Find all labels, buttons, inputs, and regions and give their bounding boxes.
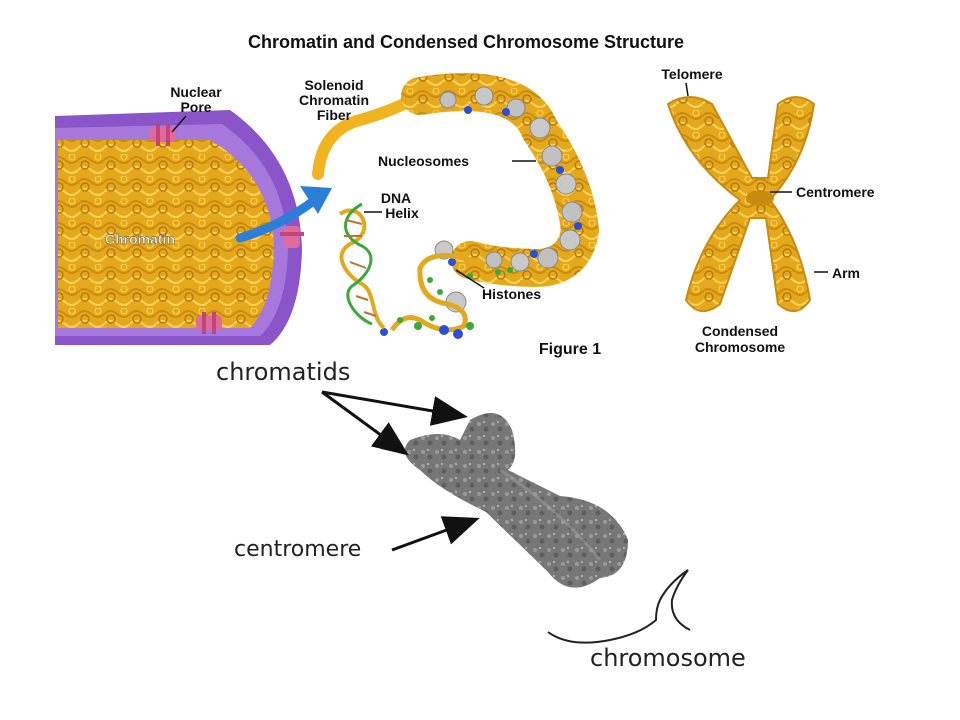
telomere-leader (685, 82, 689, 97)
micrograph-chromosome (404, 412, 628, 588)
condensed-chromosome (666, 96, 816, 312)
chromatids-arrow-1 (321, 390, 468, 426)
histones-label: Histones (482, 286, 541, 302)
zoom-arrow-shaft (235, 197, 317, 243)
centromere-label: Centromere (796, 184, 875, 200)
telomere-label: Telomere (661, 66, 722, 82)
chromatin-mass (58, 140, 274, 328)
centromere-constriction (746, 190, 774, 206)
arm-label: Arm (832, 265, 860, 281)
solenoid-tube (312, 90, 426, 180)
handwritten-chromatids-label: chromatids (216, 358, 350, 386)
dna-label-line2: Helix (385, 205, 419, 221)
nuclear-pore-top (150, 124, 176, 146)
linker-dna (389, 253, 471, 333)
condensed-label-line2: Chromosome (695, 339, 785, 355)
solenoid-fiber (312, 73, 600, 339)
nucleosomes-label: Nucleosomes (378, 153, 469, 169)
diagram-title: Chromatin and Condensed Chromosome Struc… (248, 32, 684, 52)
nuclear-pore-label-line2: Pore (180, 99, 211, 115)
dna-strand-b (344, 202, 373, 326)
centromere-arrow (391, 516, 480, 552)
handwritten-chromosome-label: chromosome (590, 644, 746, 672)
micrograph-chromosome-body (404, 412, 628, 588)
solenoid-label-line2: Chromatin (299, 92, 369, 108)
nuclear-pore-leader (171, 115, 187, 133)
sister-chromatid-gap (499, 468, 602, 561)
chromatids-arrow-2 (321, 390, 409, 456)
zoom-arrow-head (300, 186, 332, 214)
condensed-label-line1: Condensed (702, 323, 778, 339)
solenoid-label-line1: Solenoid (304, 77, 363, 93)
nuclear-pore-right (280, 226, 304, 248)
condensed-chromosome-body (666, 96, 816, 312)
nucleus-illustration: Nuclear Pore Chromatin (55, 84, 332, 345)
dna-strand-a (338, 208, 386, 330)
nucleosome-beads (434, 86, 583, 313)
dna-helix (338, 202, 386, 330)
chromosome-brace (547, 569, 691, 644)
chromatin-label: Chromatin (105, 231, 175, 247)
nuclear-pore-bottom (196, 312, 222, 334)
figure-caption: Figure 1 (539, 341, 601, 358)
handwritten-centromere-label: centromere (234, 537, 361, 562)
histones-leader (455, 269, 485, 289)
solenoid-label-line3: Fiber (317, 107, 352, 123)
nuclear-pore-label-line1: Nuclear (170, 84, 222, 100)
dna-label-line1: DNA (381, 190, 411, 206)
